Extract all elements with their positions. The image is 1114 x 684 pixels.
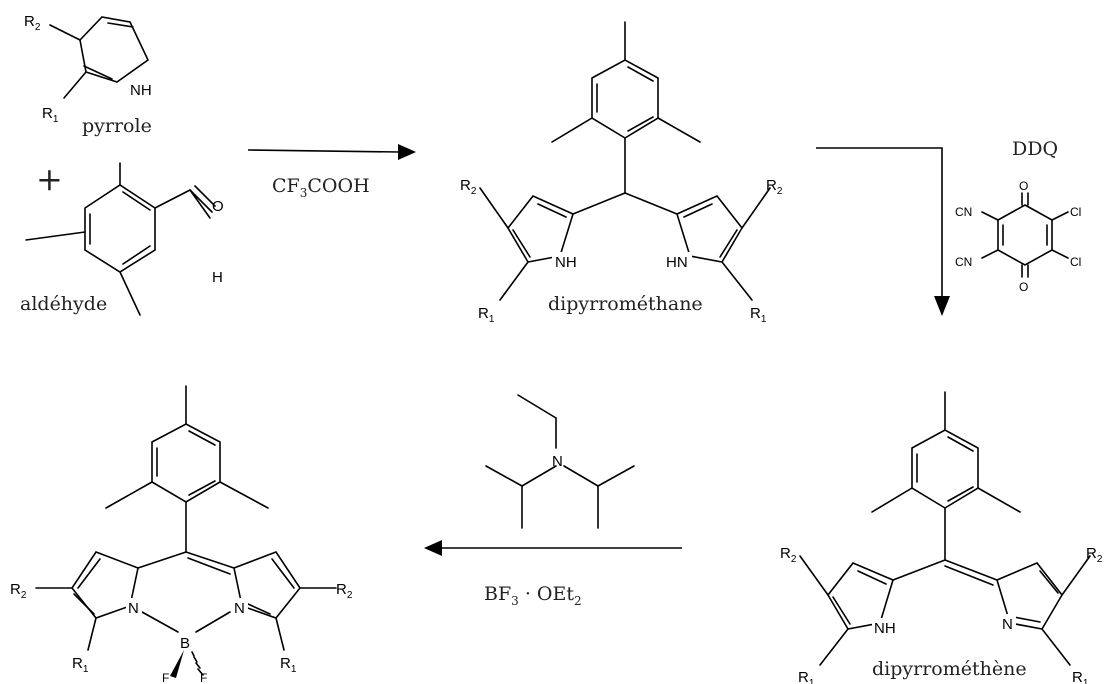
reagent-ddq: DDQ	[1012, 138, 1058, 160]
r1-left: R1	[478, 305, 495, 325]
bodipy-structure: N N B F F R2 R2 R1 R1	[10, 385, 353, 684]
r1-meth-left: R1	[798, 669, 815, 684]
dipea-structure: N	[485, 394, 635, 529]
ddq-o-top: O	[1019, 179, 1028, 193]
ddq-cl-top: Cl	[1070, 205, 1081, 219]
ddq-structure: O O CN CN Cl Cl	[955, 179, 1081, 294]
ddq-cn-bottom: CN	[955, 255, 972, 269]
atom-h-aldehyde: H	[212, 269, 223, 286]
r1-bodipy-left: R1	[72, 655, 89, 675]
atom-nh-left: NH	[555, 254, 577, 271]
arrow-step-1: CF3COOH	[247, 144, 416, 200]
r1-right: R1	[750, 305, 767, 325]
pyrrole-structure: NH R2 R1 pyrrole	[24, 13, 156, 137]
caption-dipyrromethane: dipyrrométhane	[548, 293, 703, 315]
atom-b: B	[180, 635, 190, 652]
dipyrromethane-structure: NH R2 R1 HN R2 R1 dipyrrométhane	[460, 21, 783, 325]
atom-f-left: F	[162, 671, 169, 684]
caption-dipyrromethene: dipyrrométhène	[872, 658, 1027, 680]
atom-nh-meth: NH	[874, 620, 896, 637]
r1-meth-right: R1	[1072, 669, 1089, 684]
ddq-o-bottom: O	[1019, 280, 1028, 294]
reagent-bf3-oet2: BF3 · OEt2	[484, 583, 582, 608]
ddq-cn-top: CN	[955, 205, 972, 219]
plus-sign: +	[36, 160, 63, 198]
atom-f-right: F	[200, 671, 207, 684]
r2-bodipy-right: R2	[336, 581, 353, 601]
r1-label: R1	[42, 105, 59, 125]
caption-aldehyde: aldéhyde	[20, 293, 107, 315]
atom-n-bodipy-left: N	[128, 600, 139, 617]
arrow-step-2: DDQ	[816, 138, 1058, 316]
aldehyde-structure: O H aldéhyde	[20, 162, 224, 316]
caption-pyrrole: pyrrole	[82, 115, 152, 137]
atom-hn-right: HN	[666, 254, 688, 271]
r2-label: R2	[24, 13, 41, 33]
r2-right: R2	[766, 177, 783, 197]
atom-n-meth: N	[1002, 616, 1013, 633]
r2-left: R2	[460, 177, 477, 197]
r2-meth-left: R2	[780, 545, 797, 565]
atom-o-aldehyde: O	[212, 198, 224, 215]
atom-nh: NH	[130, 82, 152, 99]
dipyrromethene-structure: NH R2 R1 N R2 R1 dipyrrométhène	[780, 391, 1103, 684]
atom-n-bodipy-right: N	[234, 600, 245, 617]
r2-bodipy-left: R2	[10, 581, 27, 601]
ddq-cl-bottom: Cl	[1070, 255, 1081, 269]
reagent-cf3cooh: CF3COOH	[272, 175, 370, 200]
atom-n-dipea: N	[552, 453, 563, 470]
r1-bodipy-right: R1	[280, 655, 297, 675]
r2-meth-right: R2	[1086, 545, 1103, 565]
arrow-step-3: BF3 · OEt2	[424, 540, 682, 608]
